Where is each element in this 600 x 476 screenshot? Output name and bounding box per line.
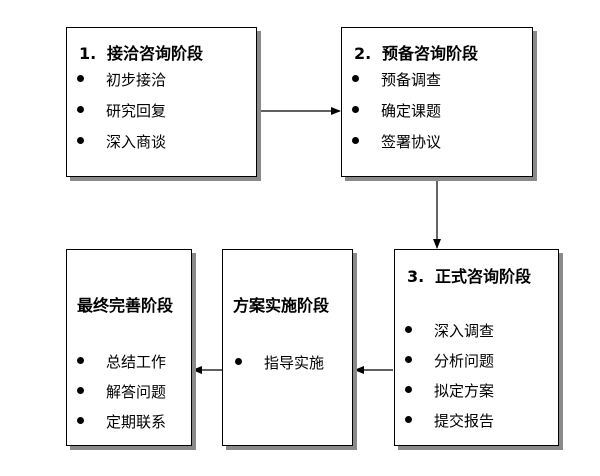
stage-4-title: 方案实施阶段 [233, 292, 329, 316]
stage-1-box: 1. 接洽咨询阶段 初步接洽 研究回复 深入商谈 [66, 27, 257, 177]
stage-5-box: 最终完善阶段 总结工作 解答问题 定期联系 [66, 249, 192, 446]
stage-2-box: 2. 预备咨询阶段 预备调查 确定课题 签署协议 [341, 27, 533, 177]
list-item: 研究回复 [77, 100, 166, 121]
list-item: 指导实施 [235, 352, 324, 373]
stage-5-title: 最终完善阶段 [77, 292, 173, 316]
list-item: 确定课题 [352, 100, 441, 121]
list-item: 总结工作 [77, 351, 166, 372]
bullet-icon [77, 75, 84, 82]
bullet-icon [405, 356, 412, 363]
bullet-icon [77, 137, 84, 144]
bullet-icon [77, 357, 84, 364]
stage-3-number: 3. [407, 267, 425, 286]
bullet-icon [405, 326, 412, 333]
bullet-icon [405, 416, 412, 423]
list-item: 深入商谈 [77, 131, 166, 152]
stage-1-title-text: 接洽咨询阶段 [107, 44, 204, 63]
list-item: 初步接洽 [77, 69, 166, 90]
stage-2-title: 2. 预备咨询阶段 [354, 40, 478, 64]
stage-3-title-text: 正式咨询阶段 [435, 267, 532, 286]
list-item: 分析问题 [405, 350, 494, 371]
list-item: 签署协议 [352, 131, 441, 152]
stage-1-number: 1. [79, 44, 97, 63]
stage-2-number: 2. [354, 44, 372, 63]
bullet-icon [352, 75, 359, 82]
list-item: 预备调查 [352, 69, 441, 90]
list-item: 深入调查 [405, 320, 494, 341]
stage-4-box: 方案实施阶段 指导实施 [222, 249, 353, 446]
stage-4-title-text: 方案实施阶段 [233, 296, 330, 315]
stage-5-title-text: 最终完善阶段 [77, 296, 174, 315]
bullet-icon [352, 137, 359, 144]
stage-1-title: 1. 接洽咨询阶段 [79, 40, 203, 64]
stage-2-title-text: 预备咨询阶段 [382, 44, 479, 63]
list-item: 解答问题 [77, 381, 166, 402]
bullet-icon [405, 386, 412, 393]
bullet-icon [235, 358, 242, 365]
bullet-icon [77, 106, 84, 113]
bullet-icon [352, 106, 359, 113]
list-item: 拟定方案 [405, 380, 494, 401]
list-item: 定期联系 [77, 411, 166, 432]
bullet-icon [77, 417, 84, 424]
stage-3-box: 3. 正式咨询阶段 深入调查 分析问题 拟定方案 提交报告 [394, 249, 559, 446]
bullet-icon [77, 387, 84, 394]
list-item: 提交报告 [405, 410, 494, 431]
stage-3-title: 3. 正式咨询阶段 [407, 263, 531, 287]
